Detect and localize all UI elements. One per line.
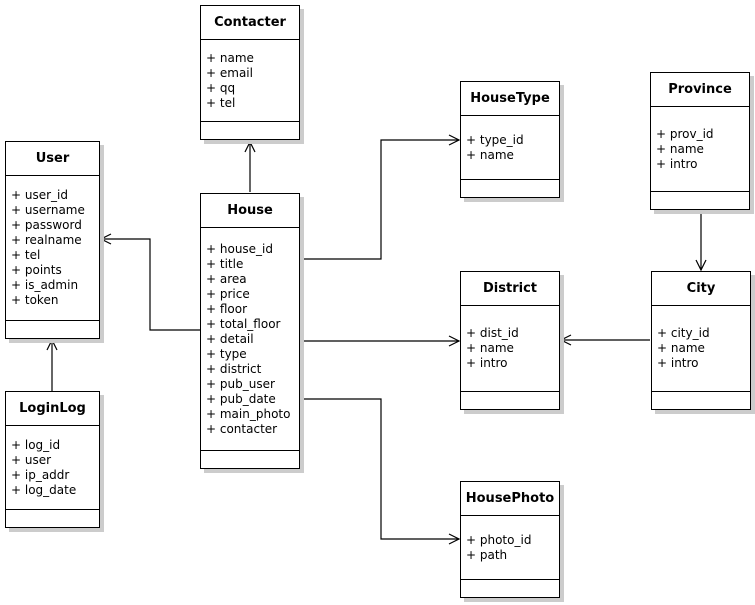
class-title: HouseType: [461, 82, 559, 116]
class-attribute: + type_id: [466, 132, 524, 147]
class-attributes: + dist_id+ name+ intro: [461, 306, 559, 392]
class-attributes: + prov_id+ name+ intro: [651, 107, 749, 192]
class-attribute: + pub_date: [206, 391, 276, 406]
class-attributes: + house_id+ title+ area+ price+ floor+ t…: [201, 228, 299, 451]
class-attribute: + user_id: [11, 188, 68, 202]
class-attribute: + password: [11, 218, 82, 232]
connector-house-housephoto: [299, 398, 461, 545]
class-attribute: + title: [206, 256, 244, 271]
class-attribute: + type: [206, 346, 247, 361]
class-attribute: + path: [466, 547, 508, 562]
class-attributes: + photo_id+ path: [461, 516, 559, 580]
class-attributes: + user_id+ username+ password+ realname+…: [6, 176, 99, 321]
class-attribute: + tel: [11, 248, 41, 262]
class-operations-empty: [461, 580, 559, 597]
class-operations-empty: [651, 192, 749, 209]
class-attribute: + main_photo: [206, 406, 291, 421]
class-attribute: + is_admin: [11, 278, 79, 292]
class-title: City: [652, 272, 750, 306]
class-box-city[interactable]: City + city_id+ name+ intro: [651, 271, 751, 410]
class-operations-empty: [201, 451, 299, 468]
class-attribute: + qq: [206, 80, 236, 95]
class-operations-empty: [6, 321, 99, 338]
class-attribute: + log_date: [11, 482, 77, 497]
class-attributes: + log_id+ user+ ip_addr+ log_date: [6, 426, 99, 510]
class-attribute: + email: [206, 65, 253, 80]
class-attribute: + total_floor: [206, 316, 281, 331]
class-box-house[interactable]: House + house_id+ title+ area+ price+ fl…: [200, 193, 300, 469]
class-title: District: [461, 272, 559, 306]
class-box-housephoto[interactable]: HousePhoto + photo_id+ path: [460, 481, 560, 598]
class-attribute: + user: [11, 452, 52, 467]
class-operations-empty: [6, 510, 99, 527]
class-attribute: + intro: [466, 356, 508, 370]
class-title: User: [6, 142, 99, 176]
class-attribute: + pub_user: [206, 376, 275, 391]
class-attributes: + name+ email+ qq+ tel: [201, 40, 299, 122]
class-box-district[interactable]: District + dist_id+ name+ intro: [460, 271, 560, 410]
class-box-housetype[interactable]: HouseType + type_id+ name: [460, 81, 560, 198]
class-attribute: + city_id: [657, 326, 710, 340]
class-attribute: + area: [206, 271, 247, 286]
class-attribute: + price: [206, 286, 250, 301]
class-attribute: + intro: [656, 156, 698, 171]
class-attribute: + realname: [11, 233, 82, 247]
class-operations-empty: [461, 392, 559, 409]
class-attribute: + contacter: [206, 421, 278, 436]
class-box-contacter[interactable]: Contacter + name+ email+ qq+ tel: [200, 5, 300, 140]
class-title: House: [201, 194, 299, 228]
class-attribute: + username: [11, 203, 85, 217]
class-attributes: + city_id+ name+ intro: [652, 306, 750, 392]
class-attribute: + name: [657, 341, 705, 355]
class-attribute: + prov_id: [656, 126, 714, 141]
class-attribute: + log_id: [11, 437, 61, 452]
class-operations-empty: [201, 122, 299, 139]
class-attribute: + name: [656, 141, 704, 156]
class-box-user[interactable]: User + user_id+ username+ password+ real…: [5, 141, 100, 339]
class-attribute: + points: [11, 263, 62, 277]
connector-house-housetype: [299, 134, 461, 260]
class-attribute: + dist_id: [466, 326, 519, 340]
class-title: Contacter: [201, 6, 299, 40]
class-attribute: + name: [466, 341, 514, 355]
class-operations-empty: [652, 392, 750, 409]
class-box-loginlog[interactable]: LoginLog + log_id+ user+ ip_addr+ log_da…: [5, 391, 100, 528]
class-attribute: + intro: [657, 356, 699, 370]
connector-house-user: [99, 233, 200, 331]
class-attribute: + name: [206, 50, 254, 65]
class-attribute: + district: [206, 361, 262, 376]
class-attribute: + house_id: [206, 241, 274, 256]
class-attribute: + floor: [206, 301, 248, 316]
class-operations-empty: [461, 180, 559, 197]
class-attribute: + detail: [206, 331, 254, 346]
class-box-province[interactable]: Province + prov_id+ name+ intro: [650, 72, 750, 210]
class-attributes: + type_id+ name: [461, 116, 559, 180]
class-attribute: + ip_addr: [11, 467, 70, 482]
class-title: HousePhoto: [461, 482, 559, 516]
class-title: Province: [651, 73, 749, 107]
class-title: LoginLog: [6, 392, 99, 426]
class-attribute: + tel: [206, 95, 236, 110]
class-attribute: + photo_id: [466, 532, 532, 547]
class-attribute: + name: [466, 147, 514, 162]
class-attribute: + token: [11, 293, 59, 307]
